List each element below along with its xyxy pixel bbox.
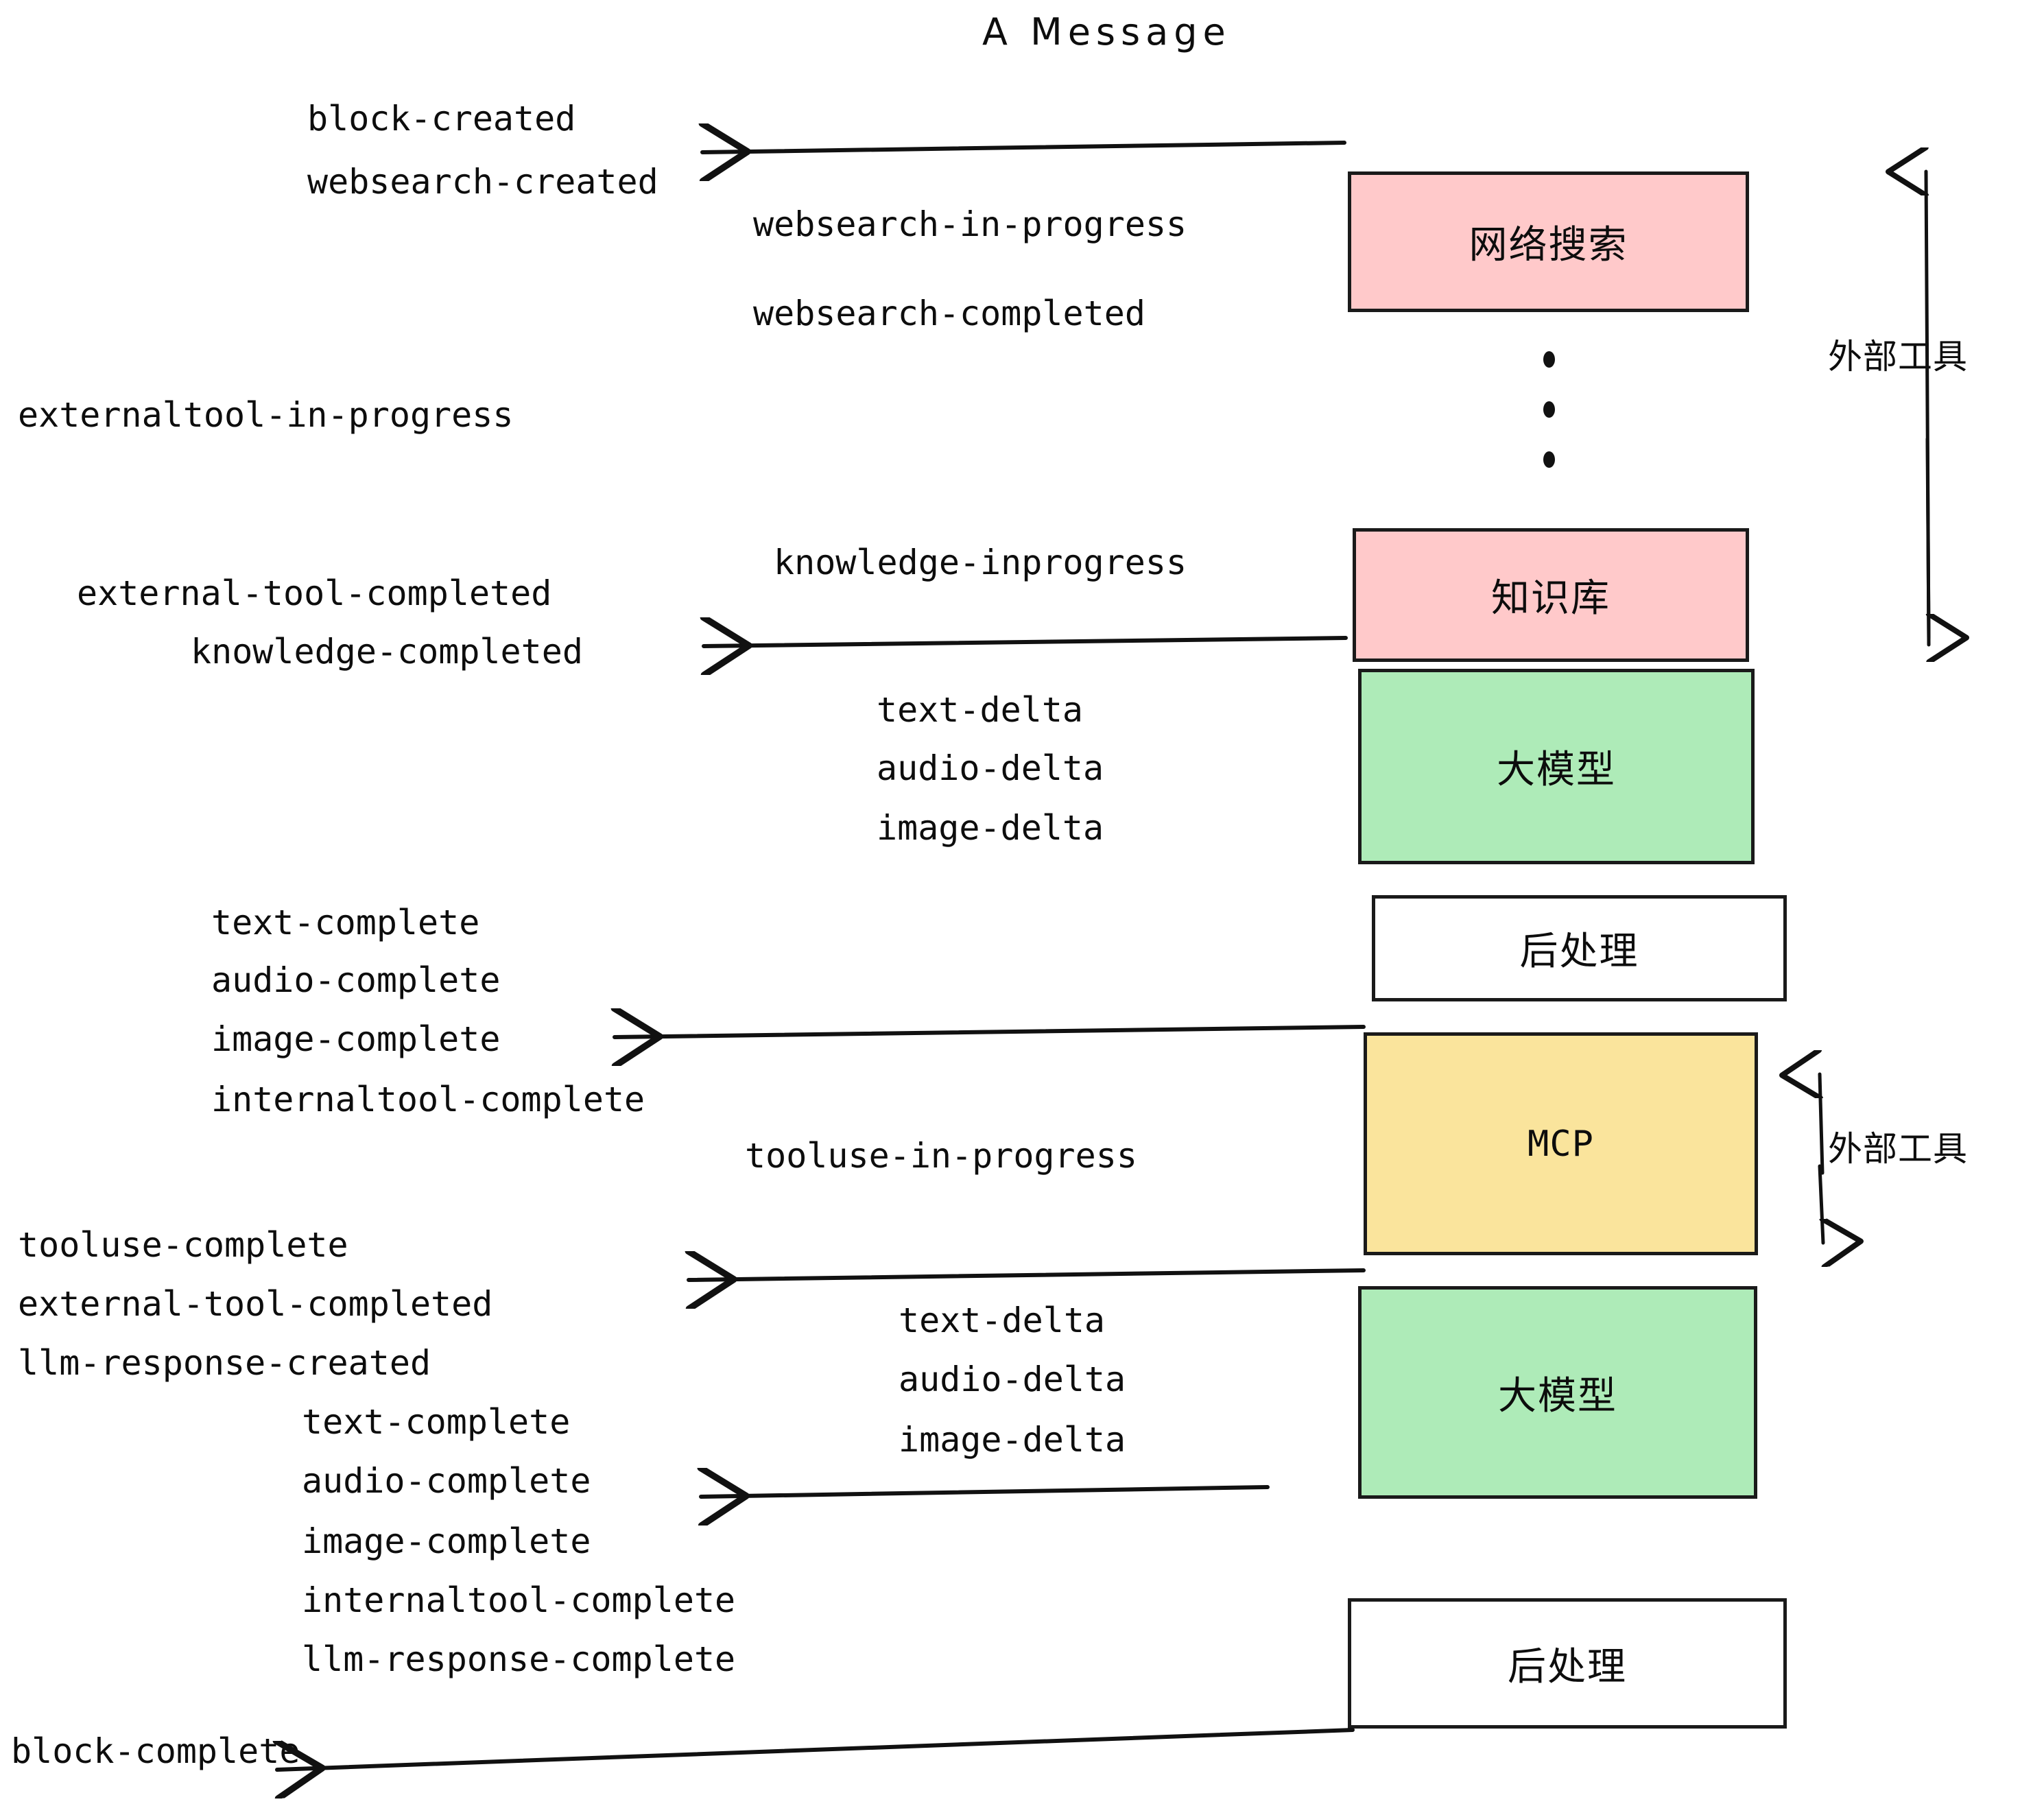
arrow-block-created [702,143,1346,152]
event-label-tooluse-in-progress: tooluse-in-progress [745,1136,1137,1176]
arrow-audio-complete [701,1487,1270,1497]
bracket-external-tools-bottom-up [1820,1074,1825,1175]
bracket-external-tools-top-down [1925,437,1929,638]
arrow-block-complete [277,1728,1355,1770]
event-label-text-complete-1: text-complete [211,903,480,942]
event-label-tooluse-complete: tooluse-complete [18,1225,348,1265]
arrow-image-complete [615,1027,1366,1037]
event-label-image-delta-2: image-delta [899,1420,1126,1460]
event-label-audio-delta-1: audio-delta [877,748,1104,788]
bracket-external-tools-bottom-down [1818,1164,1823,1243]
event-label-image-complete-2: image-complete [302,1521,591,1561]
event-label-websearch-completed: websearch-completed [753,294,1145,333]
side-label-external-tools-bottom: 外部工具 [1828,1129,1968,1169]
event-label-text-delta-1: text-delta [877,690,1084,730]
event-label-internaltool-complete-2: internaltool-complete [302,1580,736,1620]
node-postprocess-first[interactable]: 后处理 [1372,895,1787,1001]
event-label-block-created: block-created [307,99,576,139]
event-label-audio-delta-2: audio-delta [899,1360,1126,1399]
event-label-llm-response-complete: llm-response-complete [302,1639,736,1679]
node-websearch[interactable]: 网络搜索 [1348,171,1749,312]
event-label-text-delta-2: text-delta [899,1301,1106,1340]
node-knowledge-base[interactable]: 知识库 [1353,528,1749,662]
node-llm-first[interactable]: 大模型 [1358,669,1755,864]
event-label-block-complete: block-complete [11,1731,300,1771]
event-label-external-tool-completed-2: external-tool-completed [18,1284,493,1324]
ellipsis-dot-3 [1543,451,1555,468]
node-postprocess-second[interactable]: 后处理 [1348,1598,1787,1729]
event-label-knowledge-inprogress: knowledge-inprogress [774,543,1187,582]
event-label-externaltool-in-progress: externaltool-in-progress [18,395,514,435]
event-label-llm-response-created: llm-response-created [18,1343,431,1383]
node-mcp[interactable]: MCP [1364,1032,1758,1255]
bracket-external-tools-top [1926,171,1931,647]
event-label-audio-complete-2: audio-complete [302,1461,591,1501]
event-label-websearch-created: websearch-created [307,162,658,202]
event-label-image-delta-1: image-delta [877,808,1104,848]
event-label-external-tool-completed-1: external-tool-completed [77,573,552,613]
page-title: A Message [982,10,1231,54]
arrow-tooluse-complete [689,1270,1366,1280]
ellipsis-dot-2 [1543,401,1555,418]
event-label-knowledge-completed: knowledge-completed [191,632,583,672]
side-label-external-tools-top: 外部工具 [1828,337,1968,377]
node-llm-second[interactable]: 大模型 [1358,1286,1757,1499]
event-label-internaltool-complete-1: internaltool-complete [211,1080,645,1119]
event-label-websearch-in-progress: websearch-in-progress [753,204,1187,244]
ellipsis-dot-1 [1543,351,1555,368]
arrow-knowledge-completed [704,638,1348,646]
event-label-audio-complete-1: audio-complete [211,960,501,1000]
event-label-image-complete-1: image-complete [211,1019,501,1059]
event-label-text-complete-2: text-complete [302,1402,571,1442]
